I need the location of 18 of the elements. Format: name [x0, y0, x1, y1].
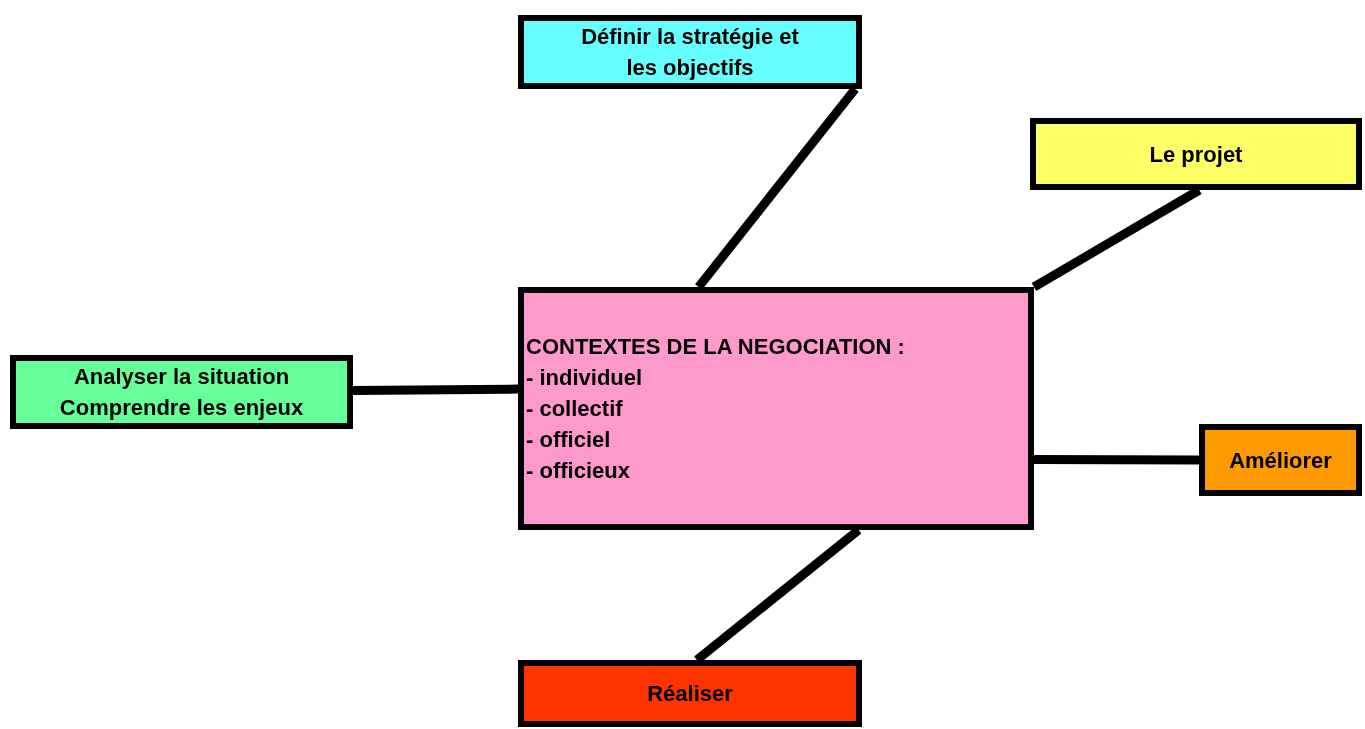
box-label: Le projet	[1149, 140, 1243, 169]
box-heading: CONTEXTES DE LA NEGOCIATION :	[526, 333, 905, 361]
list-item: - collectif	[526, 395, 623, 423]
text-box	[1199, 424, 1362, 496]
connector-line	[352, 384, 519, 395]
list-item: - officieux	[526, 457, 630, 485]
text-box	[1030, 118, 1362, 190]
box-label: Améliorer	[1229, 446, 1332, 475]
box-label: Définir la stratégie et les objectifs	[580, 23, 800, 82]
connector-line	[1034, 455, 1199, 465]
box-label: Réaliser	[647, 680, 733, 708]
box-label: Analyser la situation Comprendre les enjeux	[58, 363, 305, 422]
text-box	[10, 355, 353, 429]
text-box	[518, 15, 862, 89]
text-box	[518, 660, 862, 727]
list-item: - officiel	[526, 426, 611, 454]
text-box	[518, 287, 1034, 530]
list-item: - individuel	[526, 364, 643, 392]
